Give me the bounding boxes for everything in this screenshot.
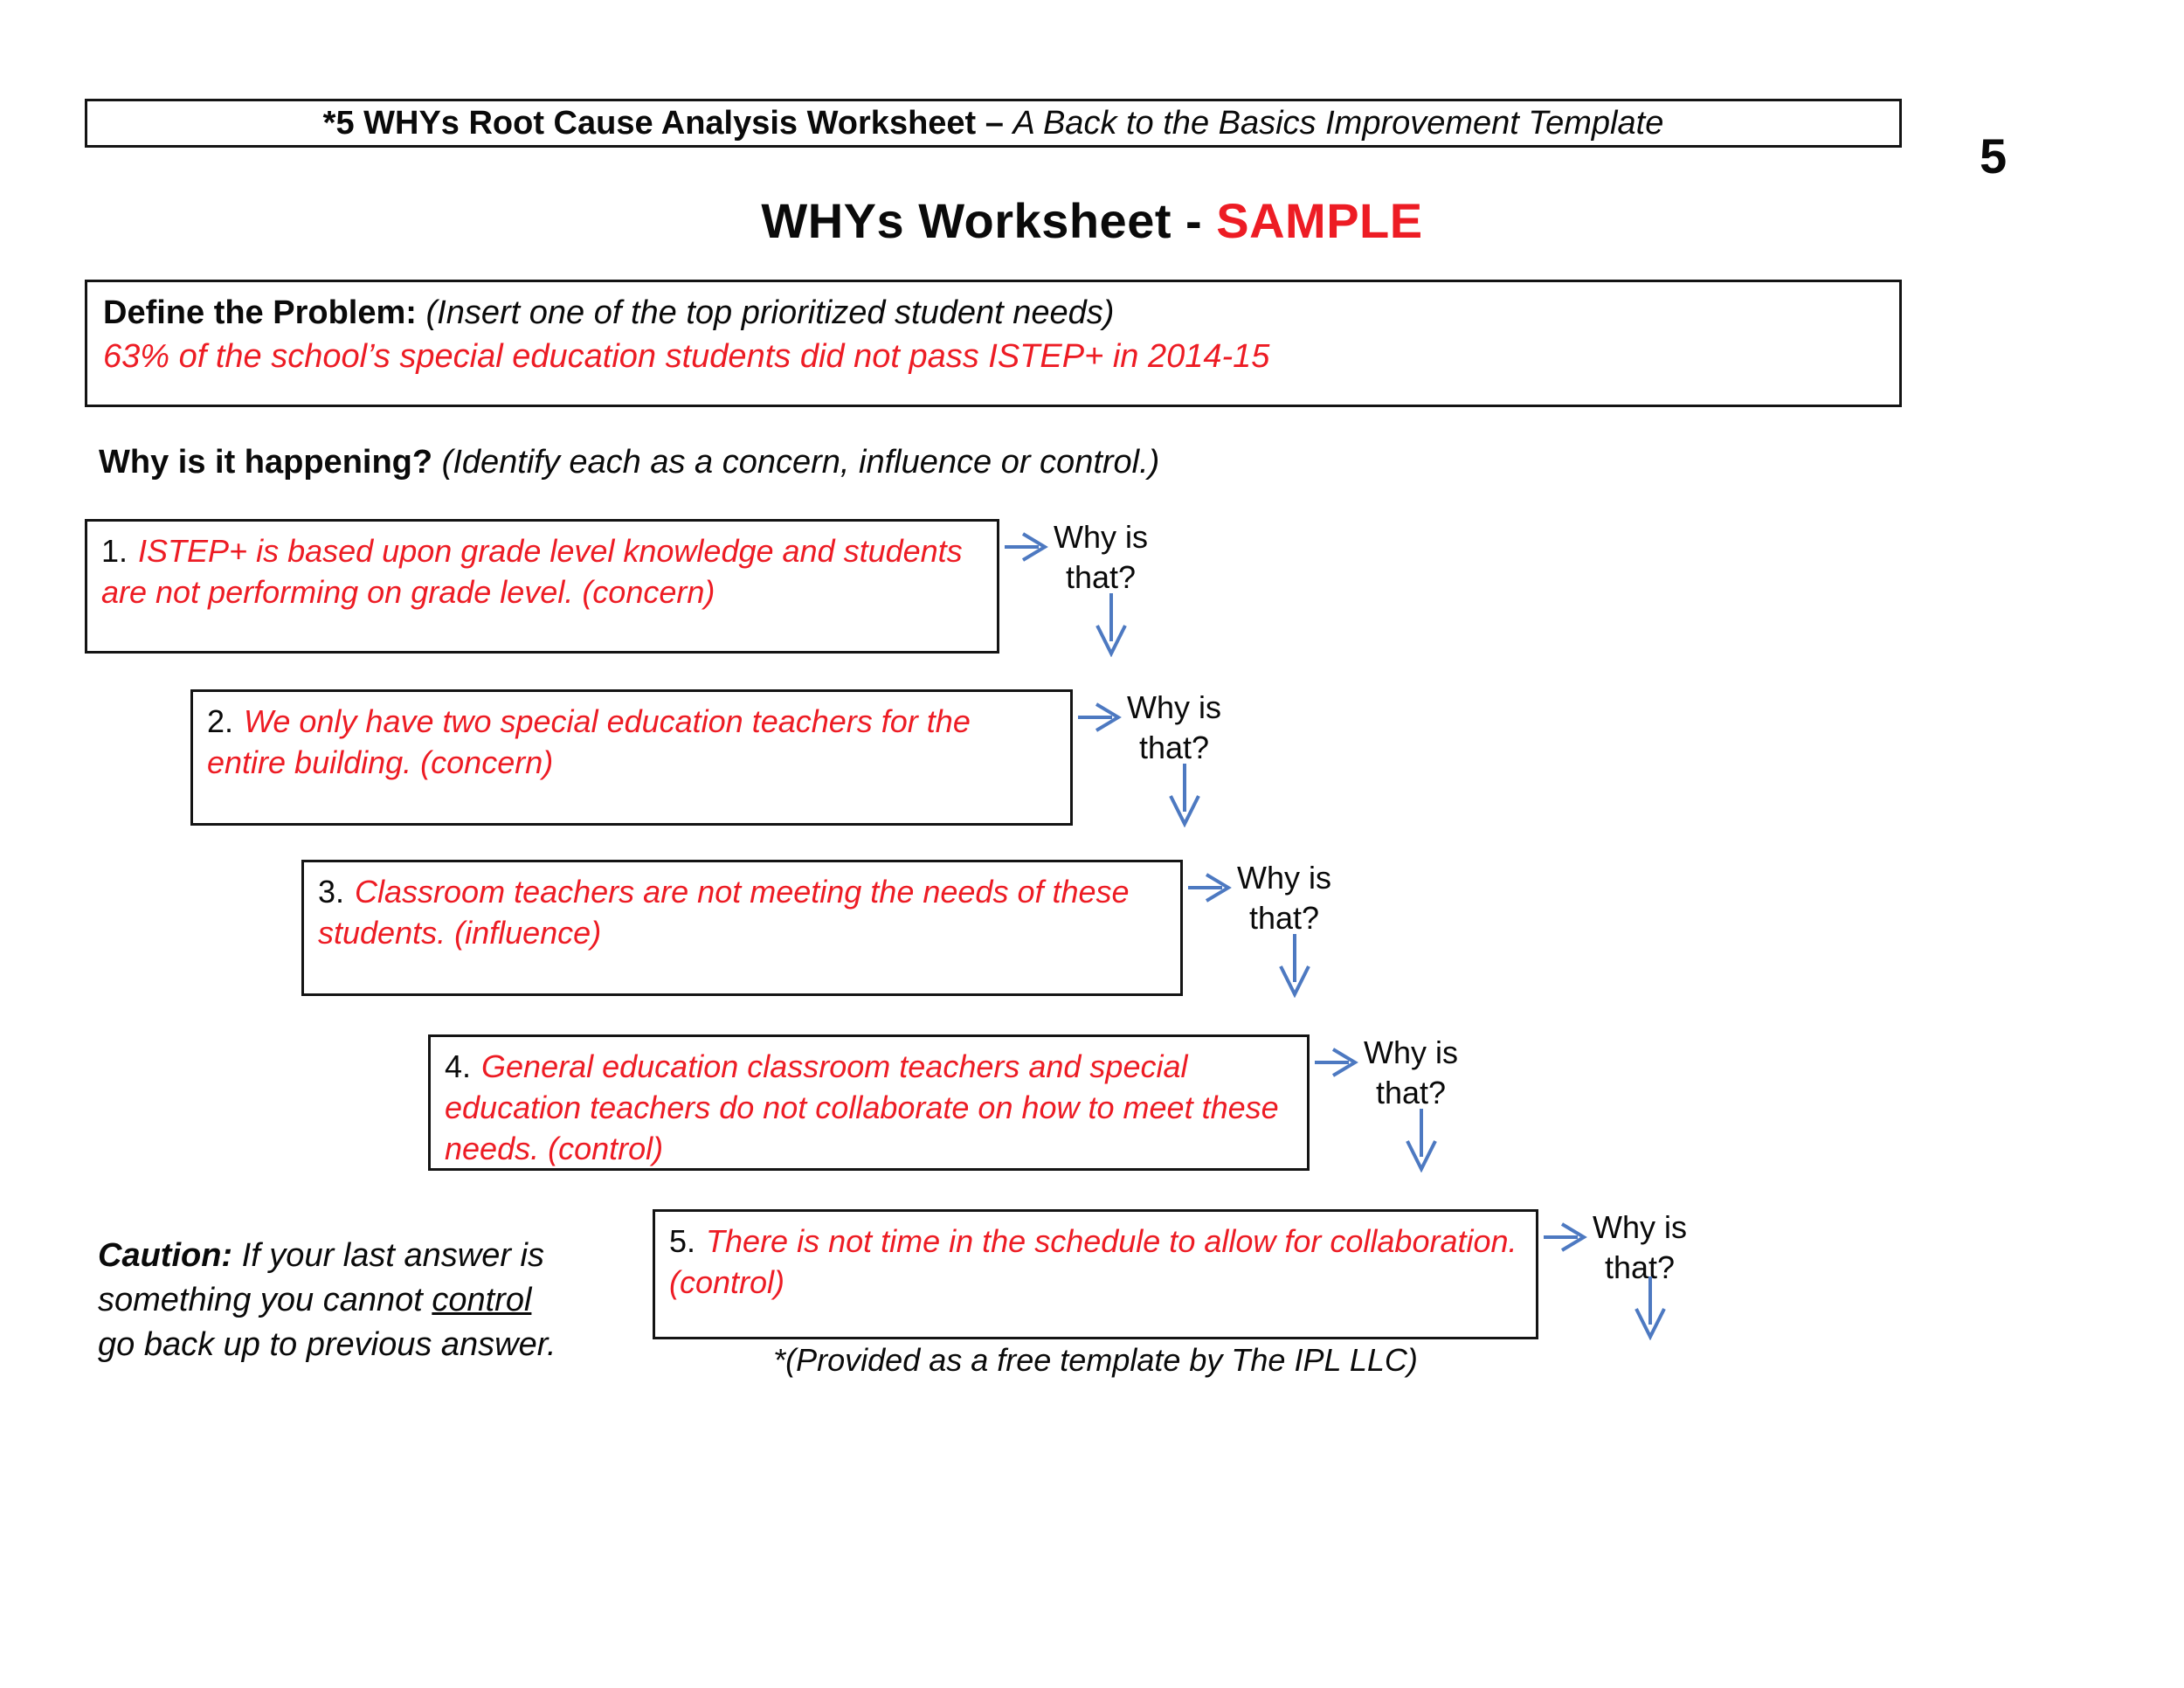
right-arrow-icon	[1314, 1045, 1359, 1080]
why-prompt-line1: Why is	[1593, 1209, 1687, 1245]
down-arrow-icon	[1402, 1108, 1441, 1173]
why-prompt-line1: Why is	[1237, 860, 1331, 896]
why-box-4: 4.General education classroom teachers a…	[428, 1034, 1310, 1171]
why-box-5: 5.There is not time in the schedule to a…	[653, 1209, 1538, 1339]
title-main: *5 WHYs Root Cause Analysis Worksheet –	[322, 105, 1013, 142]
why-is-that-prompt-3: Why is that?	[1230, 858, 1338, 938]
caution-line1-text: If your last answer is	[232, 1237, 544, 1274]
why-is-that-prompt-2: Why is that?	[1120, 688, 1228, 768]
why-5-number: 5.	[669, 1223, 696, 1259]
why-prompt-line2: that?	[1604, 1249, 1676, 1285]
page-title: WHYs Worksheet - SAMPLE	[0, 192, 2184, 249]
title-subtitle: A Back to the Basics Improvement Templat…	[1013, 105, 1664, 142]
why-3-number: 3.	[318, 874, 345, 910]
why-4-text: General education classroom teachers and…	[445, 1048, 1279, 1166]
problem-hint: (Insert one of the top prioritized stude…	[416, 294, 1115, 331]
why-prompt-line1: Why is	[1054, 519, 1148, 555]
why-2-number: 2.	[207, 703, 234, 739]
right-arrow-icon	[1543, 1220, 1588, 1255]
right-arrow-icon	[1077, 700, 1123, 735]
why-2-text: We only have two special education teach…	[207, 703, 971, 780]
why-box-3: 3.Classroom teachers are not meeting the…	[301, 860, 1183, 996]
right-arrow-icon	[1004, 529, 1049, 564]
caution-control-word: control	[432, 1282, 532, 1318]
why-prompt-line1: Why is	[1364, 1034, 1458, 1070]
caution-note: Caution: If your last answer is somethin…	[98, 1234, 556, 1367]
down-arrow-icon	[1631, 1276, 1669, 1340]
problem-prompt-line: Define the Problem: (Insert one of the t…	[103, 291, 1883, 335]
down-arrow-icon	[1165, 763, 1204, 827]
why-is-that-prompt-1: Why is that?	[1047, 517, 1155, 598]
why-1-number: 1.	[101, 533, 128, 569]
why-box-2: 2.We only have two special education tea…	[190, 689, 1073, 826]
footer-credit: *(Provided as a free template by The IPL…	[773, 1342, 1418, 1378]
why-5-text: There is not time in the schedule to all…	[669, 1223, 1517, 1300]
why-prompt-line1: Why is	[1127, 689, 1221, 725]
why-prompt-line2: that?	[1065, 559, 1137, 595]
page-title-sample: SAMPLE	[1216, 193, 1423, 248]
page-title-main: WHYs Worksheet -	[761, 193, 1217, 248]
why-section-heading: Why is it happening? (Identify each as a…	[99, 444, 1159, 481]
define-problem-box: Define the Problem: (Insert one of the t…	[85, 280, 1902, 407]
why-1-text: ISTEP+ is based upon grade level knowled…	[101, 533, 963, 610]
worksheet-title-bar: *5 WHYs Root Cause Analysis Worksheet – …	[85, 99, 1902, 148]
why-3-text: Classroom teachers are not meeting the n…	[318, 874, 1130, 951]
down-arrow-icon	[1092, 592, 1130, 657]
caution-line3: go back up to previous answer.	[98, 1326, 556, 1363]
caution-line2-text: something you cannot	[98, 1282, 432, 1318]
why-prompt-line2: that?	[1138, 730, 1210, 765]
why-is-that-prompt-4: Why is that?	[1357, 1033, 1465, 1113]
why-is-that-prompt-5: Why is that?	[1586, 1207, 1694, 1288]
caution-line2: something you cannot control	[98, 1278, 556, 1323]
down-arrow-icon	[1275, 933, 1314, 998]
caution-label: Caution:	[98, 1237, 233, 1274]
why-prompt-line2: that?	[1248, 900, 1320, 936]
why-question: Why is it happening?	[99, 444, 433, 481]
problem-label: Define the Problem:	[103, 294, 417, 331]
right-arrow-icon	[1187, 870, 1233, 905]
why-4-number: 4.	[445, 1048, 472, 1084]
why-question-hint: (Identify each as a concern, influence o…	[432, 444, 1160, 481]
caution-line1: Caution: If your last answer is	[98, 1234, 556, 1278]
page-number: 5	[1980, 128, 2008, 183]
why-prompt-line2: that?	[1375, 1075, 1447, 1110]
problem-statement: 63% of the school’s special education st…	[103, 338, 1270, 375]
why-box-1: 1.ISTEP+ is based upon grade level knowl…	[85, 519, 999, 654]
